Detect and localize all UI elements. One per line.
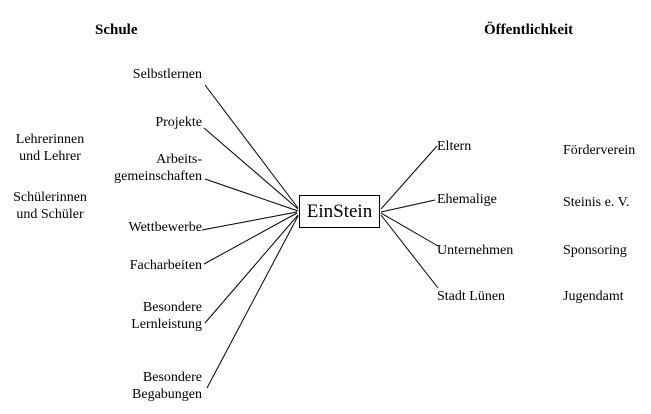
node-wettbewerbe: Wettbewerbe [128,220,203,235]
line-facharbeiten [203,212,298,265]
node-projekte: Projekte [155,115,202,130]
node-eltern: Eltern [437,139,472,154]
line-eltern [380,145,438,210]
header-schule: Schule [95,22,138,38]
node-besondere-begabungen: Besondere Begabungen [20,369,202,403]
node-arbeitsgemeinschaften: Arbeits- gemeinschaften [20,151,202,185]
outer-label-lehrer-line1: Lehrerinnen [15,132,85,147]
line-besondere-begabungen [206,215,299,389]
node-facharbeiten: Facharbeiten [129,258,202,273]
node-besondere-lernleistung-line2: Lernleistung [131,317,202,332]
node-besondere-begabungen-line2: Begabungen [132,387,202,402]
center-node-einstein: EinStein [299,195,380,228]
outer-label-lehrer: Lehrerinnen und Lehrer [0,131,100,165]
node-unternehmen: Unternehmen [437,243,514,258]
node-stadt-luenen: Stadt Lünen [437,289,506,304]
node-besondere-lernleistung-line1: Besondere [142,300,202,315]
line-ehemalige [380,199,436,213]
outer-label-lehrer-line2: und Lehrer [19,149,81,164]
header-oeffentlichkeit: Öffentlichkeit [484,22,574,38]
node-arbeitsgemeinschaften-line2: gemeinschaften [114,169,202,184]
node-arbeitsgemeinschaften-line1: Arbeits- [156,152,202,167]
node-ehemalige: Ehemalige [437,192,497,207]
node-besondere-begabungen-line1: Besondere [142,370,202,385]
outer-label-steinis: Steinis e. V. [563,195,630,210]
node-besondere-lernleistung: Besondere Lernleistung [20,299,202,333]
line-besondere-lernleistung [204,214,299,324]
outer-label-schueler-line2: und Schüler [16,207,84,222]
node-selbstlernen: Selbstlernen [132,67,202,82]
outer-label-jugendamt: Jugendamt [563,289,624,304]
center-node-label: EinStein [306,201,373,222]
outer-label-schueler-line1: Schülerinnen [13,190,87,205]
line-unternehmen [380,212,439,247]
outer-label-sponsoring: Sponsoring [563,243,627,258]
line-wettbewerbe [201,211,298,231]
line-projekte [203,127,299,210]
line-arbeitsgemeinschaften [204,178,299,212]
outer-label-schueler: Schülerinnen und Schüler [0,189,100,223]
line-selbstlernen [204,84,299,209]
line-stadt-luenen [380,214,439,289]
outer-label-foerderverein: Förderverein [563,143,636,158]
